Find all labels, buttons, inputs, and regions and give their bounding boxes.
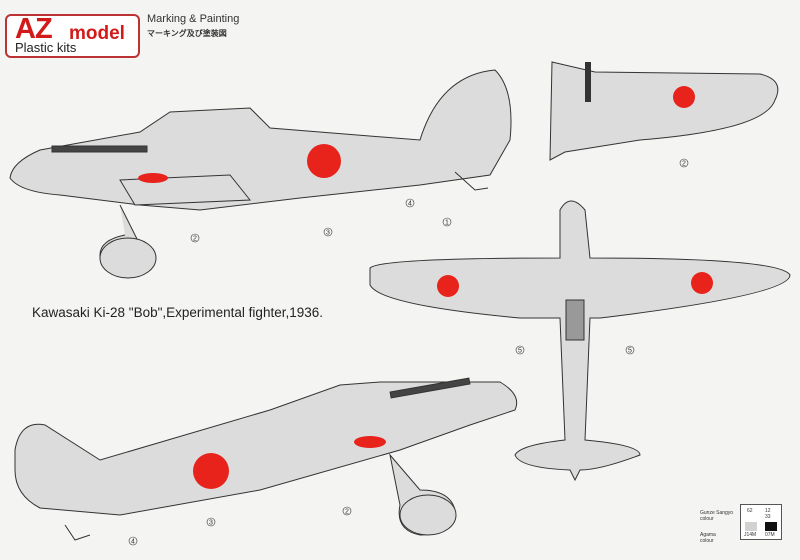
light-agama-code: J14M (744, 532, 757, 538)
light-grey-swatch (745, 522, 757, 531)
callout-marker: 5 (628, 348, 632, 355)
callout-marker: 2 (193, 236, 197, 243)
callout-marker: 4 (408, 201, 412, 208)
dark-agama-code: 07M (765, 532, 775, 538)
callout-marker: 5 (518, 348, 522, 355)
callout-marker: 2 (682, 161, 686, 168)
logo-az: AZ (15, 13, 53, 45)
light-gunze-code: 62 (747, 508, 753, 514)
logo-tagline: Plastic kits (15, 40, 77, 55)
page-title: Marking & Painting (147, 13, 240, 25)
side-view-lower (14, 377, 518, 541)
gunze-label: Gunze Sangyo colour (700, 510, 734, 522)
black-swatch (765, 522, 777, 531)
azmodel-logo: AZ model Plastic kits (5, 13, 140, 58)
callout-marker: 3 (326, 230, 330, 237)
callout-marker: 1 (445, 220, 449, 227)
side-view-upper (9, 69, 512, 279)
aircraft-caption: Kawasaki Ki-28 "Bob",Experimental fighte… (32, 305, 323, 320)
tail-plane-view (549, 61, 779, 161)
callout-marker: 4 (131, 539, 135, 546)
page-subtitle-jp: マーキング及び塗装図 (147, 29, 227, 38)
agama-label: Agama colour (700, 532, 716, 544)
logo-model: model (69, 23, 125, 44)
legend-box: 62 12 33 J14M 07M (740, 504, 782, 540)
dark-gunze-code: 12 33 (765, 508, 771, 520)
planform-view (369, 200, 791, 482)
callout-marker: 3 (209, 520, 213, 527)
callout-marker: 2 (345, 509, 349, 516)
